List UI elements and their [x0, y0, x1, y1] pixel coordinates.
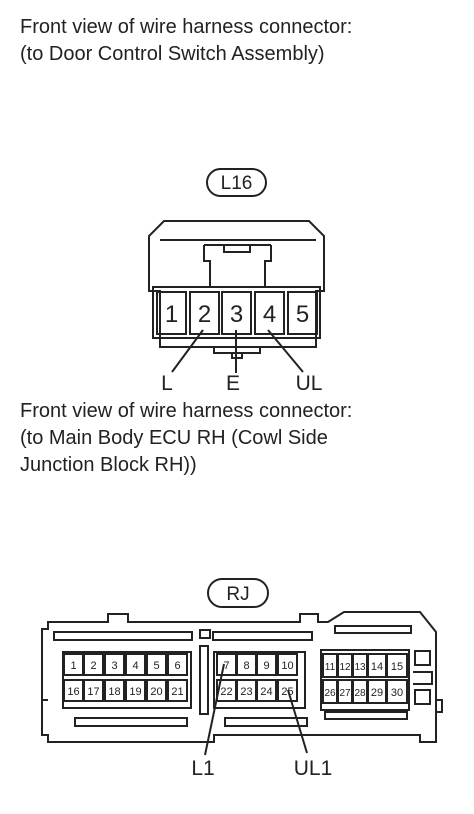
connector2-pin-3: 3 — [111, 660, 117, 672]
connector2-caption-line2: (to Main Body ECU RH (Cowl Side — [20, 427, 328, 449]
connector1-wire-E: E — [226, 372, 240, 395]
connector2-pin-16: 16 — [67, 686, 79, 698]
connector2-housing — [41, 611, 443, 743]
connector2-pin-29: 29 — [371, 687, 383, 699]
connector2-id-badge — [207, 578, 269, 608]
connector2-id-label: RJ — [226, 584, 249, 605]
connector2-pin-15: 15 — [391, 661, 403, 673]
connector2-pin-9: 9 — [263, 660, 269, 672]
connector2-pin-25: 25 — [281, 686, 293, 698]
connector1-wire-L: L — [161, 372, 173, 395]
connector1-pin-3: 3 — [230, 301, 243, 328]
connector2-pin-14: 14 — [371, 661, 383, 673]
connector1-leader-lines — [171, 329, 304, 373]
connector2-pin-8: 8 — [243, 660, 249, 672]
connector2-wire-UL1: UL1 — [294, 757, 333, 780]
connector1-caption: Front view of wire harness connector: (t… — [20, 14, 352, 68]
connector2-pin-21: 21 — [171, 686, 183, 698]
connector2-pin-11: 11 — [325, 662, 336, 673]
connector2-pin-1: 1 — [70, 660, 76, 672]
connector2-pin-13: 13 — [354, 662, 366, 673]
connector2-leader-lines — [204, 663, 308, 756]
connector2-pin-28: 28 — [354, 688, 366, 699]
connector2-pin-24: 24 — [260, 686, 272, 698]
connector2-pin-cells — [63, 653, 408, 704]
connector2-pin-7: 7 — [223, 660, 229, 672]
connector2-pin-17: 17 — [87, 686, 99, 698]
connector2-pin-2: 2 — [90, 660, 96, 672]
connector1-pin-2: 2 — [198, 301, 211, 328]
connector2-pin-18: 18 — [108, 686, 120, 698]
connector2-wire-L1: L1 — [191, 757, 214, 780]
connector1-pin-1: 1 — [165, 301, 178, 328]
connector1-pin-4: 4 — [263, 301, 276, 328]
connector2-caption-line3: Junction Block RH)) — [20, 454, 197, 476]
connector2-pin-22: 22 — [220, 686, 232, 698]
connector2-pin-20: 20 — [150, 686, 162, 698]
connector2-pin-10: 10 — [281, 660, 293, 672]
connector1-wire-UL: UL — [296, 372, 323, 395]
connector2-pin-30: 30 — [391, 687, 403, 699]
connector2-caption: Front view of wire harness connector: (t… — [20, 398, 352, 479]
connector2-pin-4: 4 — [132, 660, 138, 672]
connector1-id-label: L16 — [221, 173, 253, 194]
connector2-pin-5: 5 — [153, 660, 159, 672]
connector1-pin-5: 5 — [296, 301, 309, 328]
connector2-pin-12: 12 — [339, 662, 351, 673]
connector2-pin-23: 23 — [240, 686, 252, 698]
connector1-caption-line1: Front view of wire harness connector: — [20, 16, 353, 38]
connector2-pin-27: 27 — [339, 688, 351, 699]
connector2-pin-6: 6 — [174, 660, 180, 672]
connector2-pin-19: 19 — [129, 686, 141, 698]
connector1-caption-line2: (to Door Control Switch Assembly) — [20, 43, 325, 65]
connector1-id-badge — [206, 168, 267, 197]
connector2-pin-26: 26 — [324, 688, 336, 699]
connector2-caption-line1: Front view of wire harness connector: — [20, 400, 353, 422]
